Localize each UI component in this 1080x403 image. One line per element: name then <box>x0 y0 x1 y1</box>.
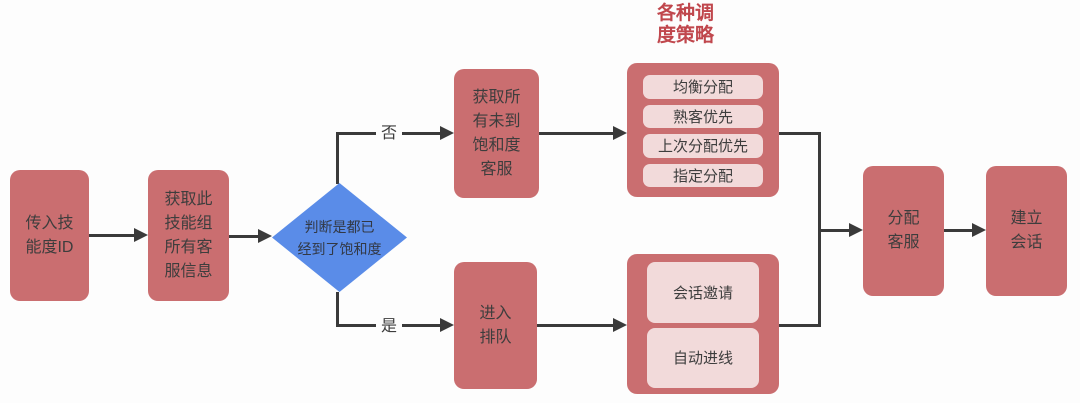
strategy-group-title: 各种调 度策略 <box>657 3 715 46</box>
node-input-skill-id: 传入技 能度ID <box>10 170 89 301</box>
edge-merge-to-assign <box>818 229 849 232</box>
strategy-item: 指定分配 <box>643 163 763 187</box>
arrowhead-icon <box>613 318 627 332</box>
queue-mode-item: 自动进线 <box>647 327 759 388</box>
arrowhead-icon <box>849 223 863 237</box>
arrowhead-icon <box>440 126 454 140</box>
arrowhead-icon <box>613 126 627 140</box>
arrowhead-icon <box>440 318 454 332</box>
arrowhead-icon <box>972 223 986 237</box>
group-queue-modes: 会话邀请 自动进线 <box>627 254 779 394</box>
edge-unsaturated-to-strategies <box>539 132 614 135</box>
branch-label-yes: 是 <box>376 312 403 336</box>
group-dispatch-strategies: 均衡分配 熟客优先 上次分配优先 指定分配 <box>627 63 779 197</box>
arrowhead-icon <box>134 228 148 242</box>
edge-no-branch-vertical <box>336 132 339 184</box>
edge-fetch-to-decision <box>229 235 259 238</box>
arrowhead-icon <box>258 229 272 243</box>
node-assign-agent: 分配 客服 <box>863 166 944 296</box>
strategy-item: 均衡分配 <box>643 75 763 99</box>
strategy-item: 熟客优先 <box>643 104 763 128</box>
node-enter-queue: 进入 排队 <box>454 262 537 389</box>
node-decision-saturation: 判断是都已 经到了饱和度 <box>272 183 407 292</box>
edge-queue-to-modes <box>537 324 614 327</box>
edge-yes-branch-vertical <box>336 292 339 327</box>
edge-input-to-fetch <box>89 234 135 237</box>
queue-mode-item: 会话邀请 <box>647 262 759 323</box>
node-fetch-unsaturated: 获取所 有未到 饱和度 客服 <box>454 69 539 198</box>
edge-strategies-out <box>779 132 821 135</box>
node-fetch-agents: 获取此 技能组 所有客 服信息 <box>148 170 229 301</box>
node-create-session: 建立 会话 <box>986 166 1067 296</box>
edge-modes-out <box>778 324 821 327</box>
branch-label-no: 否 <box>376 119 403 143</box>
edge-assign-to-session <box>944 229 973 232</box>
strategy-item: 上次分配优先 <box>643 134 763 158</box>
